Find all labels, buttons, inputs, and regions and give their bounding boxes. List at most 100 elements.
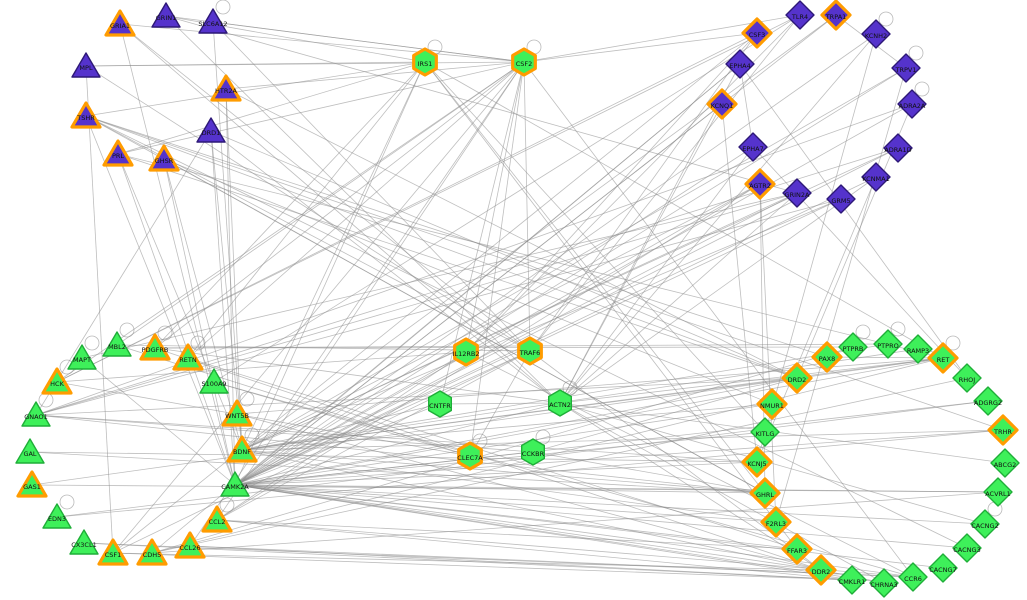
edge-GRIA1-CSF2 [119,23,525,63]
node-CAMK2A[interactable] [220,471,250,497]
edge-TSHR-TRAF6 [85,115,531,352]
node-CCL2[interactable] [201,505,233,533]
edge-PAX8-RET [826,356,944,359]
node-CHRNA3[interactable] [869,568,899,598]
node-GAS1[interactable] [16,470,48,498]
node-KCNH2[interactable] [861,19,891,49]
edge-CAMK2A-GHRL [234,484,766,494]
edge-CSF2-CSF1 [112,61,525,554]
node-PRL[interactable] [102,139,134,167]
node-TRHR[interactable] [987,414,1019,446]
edge-IRS1-BDNF [241,61,426,451]
node-CCL26[interactable] [174,531,206,559]
node-CCR6[interactable] [898,562,928,592]
node-BDNF[interactable] [226,435,258,463]
edge-CSF2-HCK [56,61,525,383]
edge-PRL-BDNF [117,153,243,451]
node-CLEC7A[interactable] [457,441,483,471]
node-DDR2[interactable] [805,554,837,586]
node-F2RL3[interactable] [760,506,792,538]
node-S100A9[interactable] [199,368,229,394]
node-AGTR2[interactable] [744,168,776,200]
node-TRAF6[interactable] [517,336,543,366]
node-HTR2A[interactable] [210,74,242,102]
node-CMKLR1[interactable] [837,565,867,595]
node-RAMP3[interactable] [903,334,933,364]
node-MPL[interactable] [71,52,101,78]
node-PTPRO[interactable] [873,329,903,359]
node-CSF3[interactable] [741,17,773,49]
node-MAPT[interactable] [67,344,97,370]
node-GRIN2A[interactable] [782,178,812,208]
node-FFAR3[interactable] [781,533,813,565]
node-PDGFRB[interactable] [139,333,171,361]
node-CACNG7[interactable] [928,553,958,583]
node-DRD1[interactable] [196,117,226,143]
node-RHOJ[interactable] [952,363,982,393]
node-HCK[interactable] [41,367,73,395]
node-GAL[interactable] [15,438,45,464]
node-shape-diamond [987,414,1019,446]
node-RETN[interactable] [172,343,204,371]
node-CCKBR[interactable] [521,438,545,466]
node-WNT5B[interactable] [221,399,253,427]
node-KITLG[interactable] [750,417,780,447]
node-GRM5[interactable] [826,184,856,214]
node-KCNJ5[interactable] [741,446,773,478]
node-EPHA7[interactable] [738,132,768,162]
node-EPHA4[interactable] [725,49,755,79]
node-shape-diamond [837,565,867,595]
node-TRPV1[interactable] [891,53,921,83]
edge-CSF2-PDGFRB [154,61,525,349]
edge-GNAO1-GHRL [35,414,766,494]
node-CNTFR[interactable] [428,390,452,418]
node-GHSR[interactable] [148,144,180,172]
node-PTPRB[interactable] [838,332,868,362]
node-ADRA2A[interactable] [897,89,927,119]
edge-BDNF-DRD2 [241,377,798,451]
node-DRD2[interactable] [781,362,813,394]
node-MBL2[interactable] [102,331,132,357]
node-CACNG2[interactable] [970,509,1000,539]
node-CSF1[interactable] [97,538,129,566]
node-NMUR1[interactable] [756,388,788,420]
node-ABCG2[interactable] [990,448,1020,478]
node-IRS1[interactable] [412,47,438,77]
node-PAX8[interactable] [811,341,843,373]
node-KCNQ1[interactable] [706,88,738,120]
edge-GRIN2A-BDNF [241,192,798,451]
edge-TSHR-IRS1 [85,61,426,117]
node-KCNMA1[interactable] [861,162,891,192]
node-ACTN2[interactable] [548,389,572,417]
edge-KCNQ1-ACTN2 [559,103,723,404]
node-SLC6A12[interactable] [198,8,228,34]
node-CDH5[interactable] [136,538,168,566]
node-RET[interactable] [927,342,959,374]
node-EDN3[interactable] [42,503,72,529]
node-CSF2[interactable] [511,47,537,77]
edge-IL12RB2-HCK [56,351,467,383]
node-shape-diamond [883,133,913,163]
node-TLR4[interactable] [785,0,815,30]
edge-CCL2-FFAR3 [216,519,798,550]
node-GHRL[interactable] [749,477,781,509]
node-ACVRL1[interactable] [983,477,1013,507]
node-GRIN1[interactable] [151,2,181,28]
node-ADRA1D[interactable] [883,133,913,163]
edge-HTR2A-DRD2 [225,88,798,379]
node-IL12RB2[interactable] [453,337,479,367]
node-CX3CL1[interactable] [69,529,99,555]
node-TRPA1[interactable] [820,0,852,31]
node-GRIA1[interactable] [104,9,136,37]
edge-TRAF6-CCL2 [216,350,531,521]
node-CACNG3[interactable] [952,533,982,563]
edge-PRL-IRS1 [117,61,426,155]
edge-CSF2-TRAF6 [523,61,531,352]
node-TSHR[interactable] [70,101,102,129]
node-GNAO1[interactable] [21,401,51,427]
edge-EPHA4-RHOJ [739,63,968,379]
node-ADGRG2[interactable] [973,386,1003,416]
node-shape-diamond [760,506,792,538]
